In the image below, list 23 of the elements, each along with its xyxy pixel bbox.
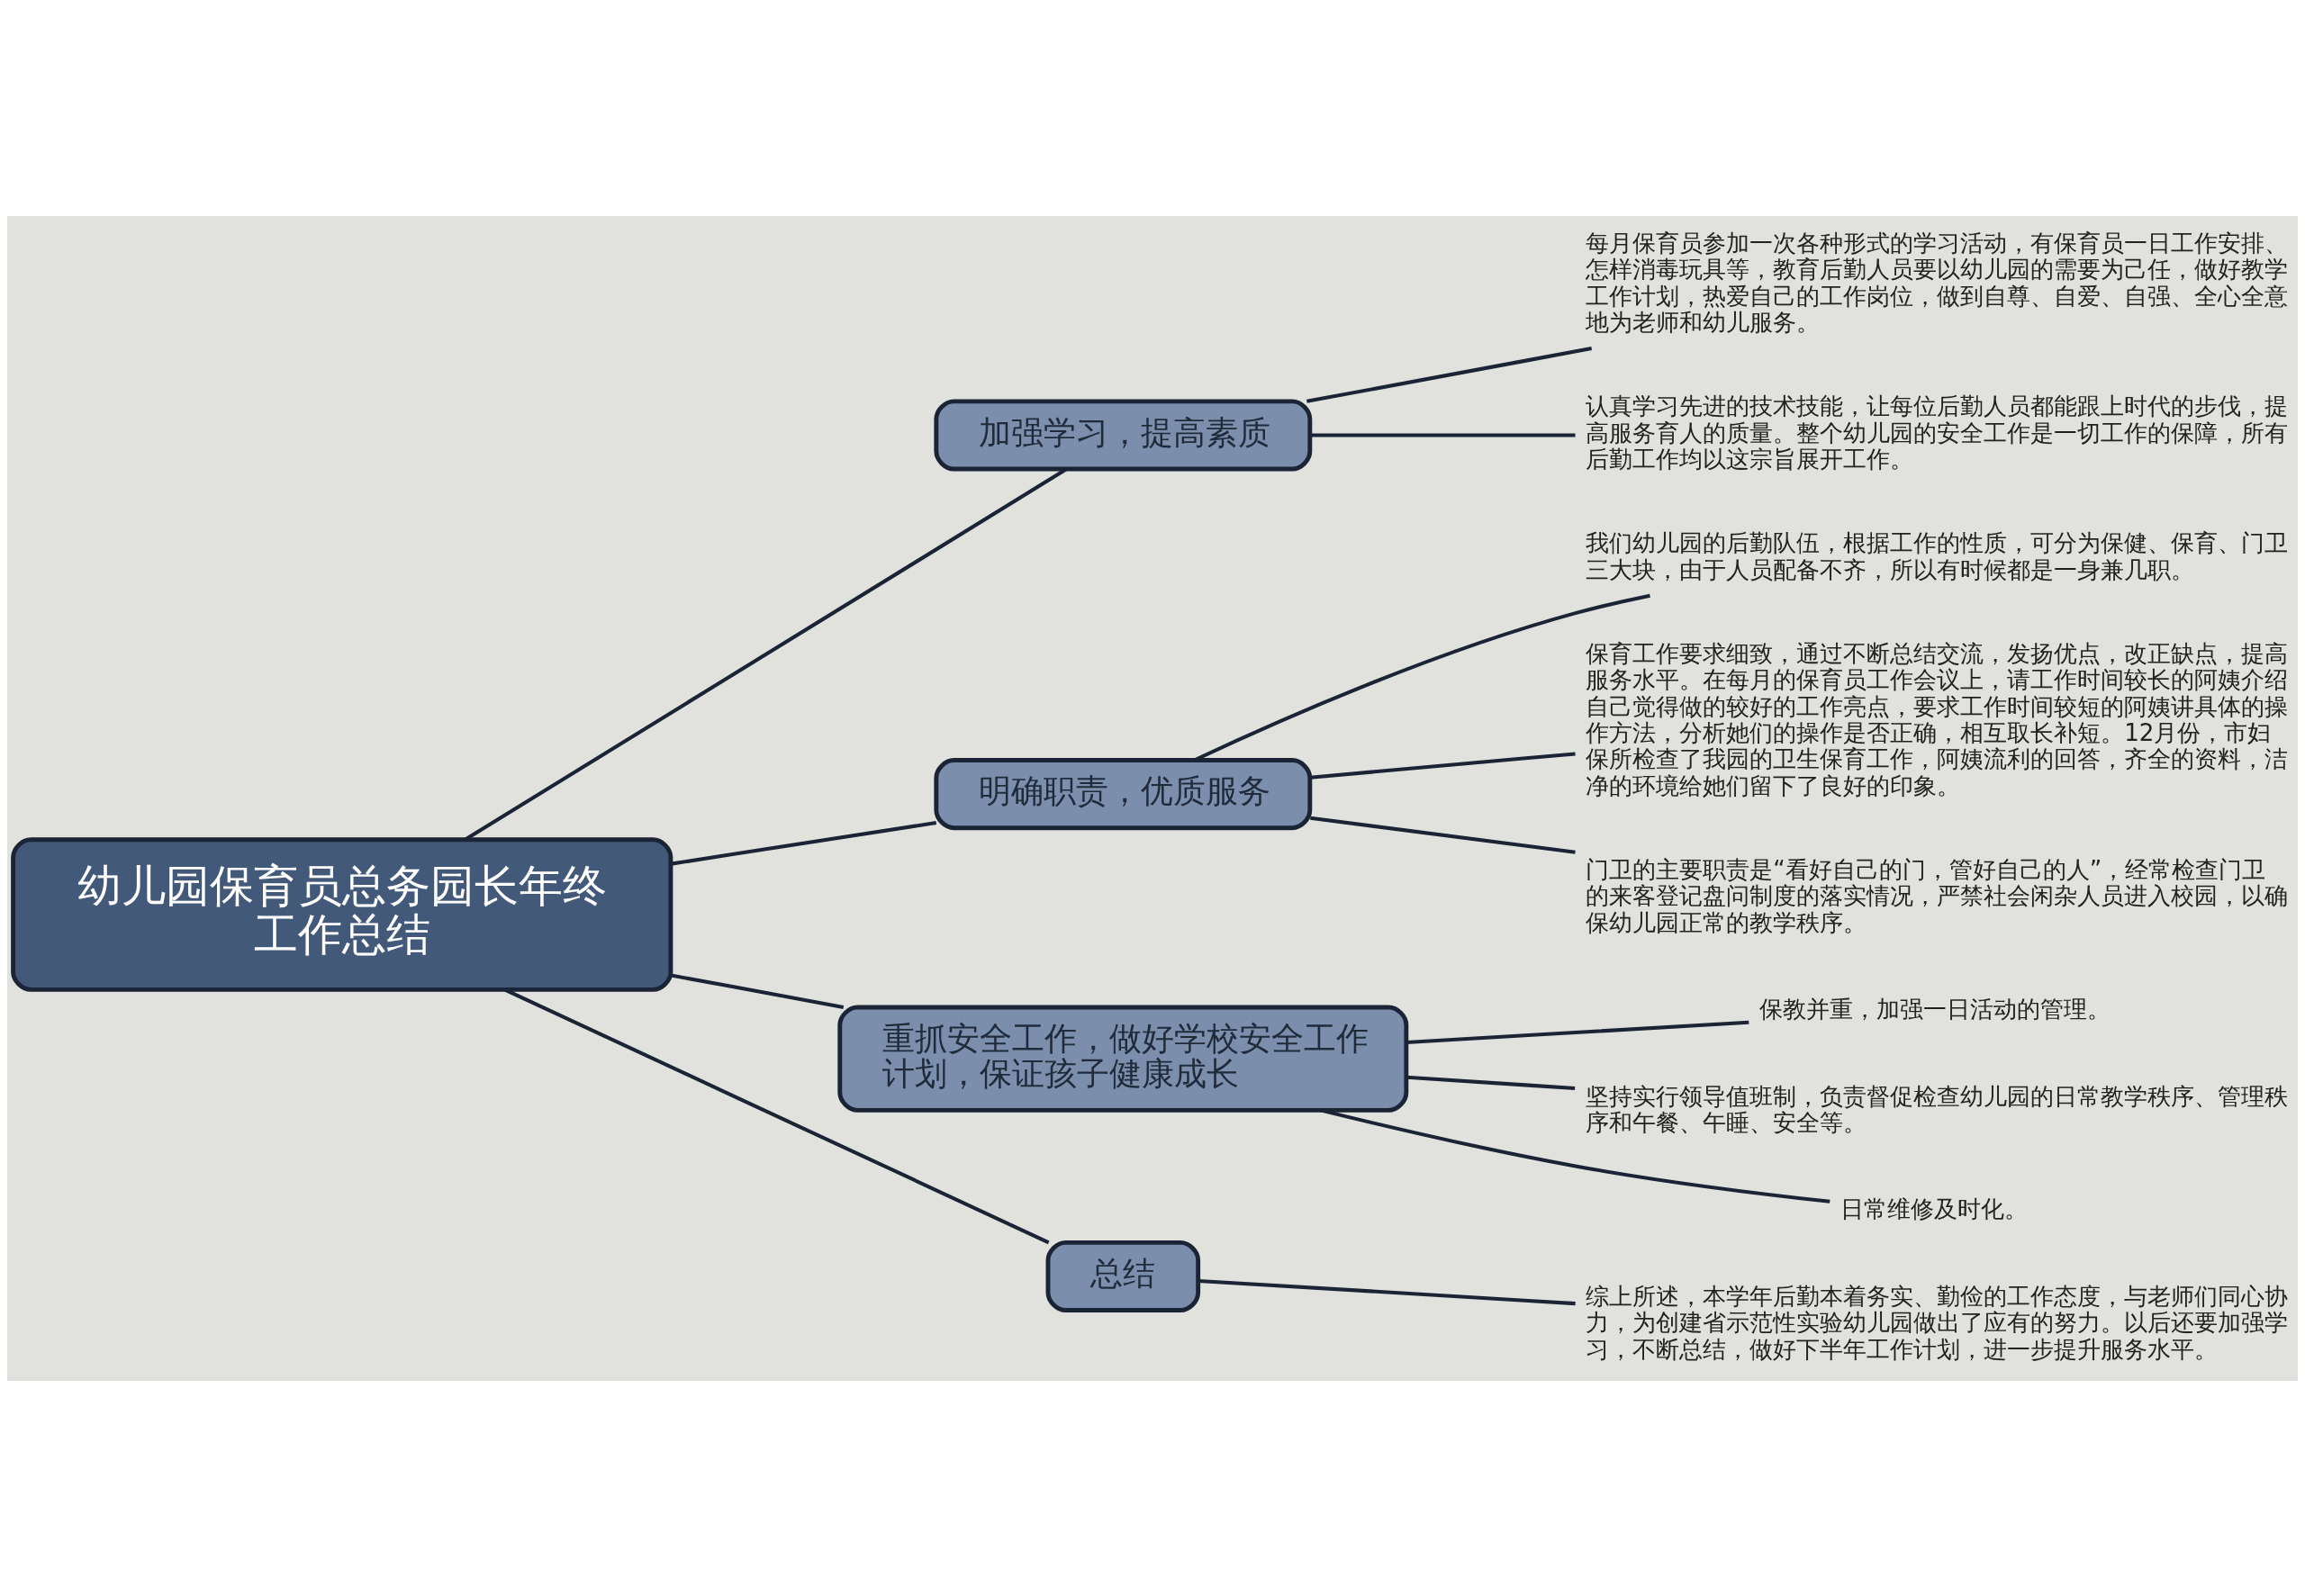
connector xyxy=(1198,1278,1576,1305)
node-text: 综上所述，本学年后勤本着务实、勤俭的工作态度，与老师们同心协力，为创建省示范性实验幼儿园做出了应有的努力。以后还要加强学习，不断总结，做好下半年工作计划，进一步提升服务水平。 xyxy=(1586,1282,2289,1363)
node-text: 认真学习先进的技术技能，让每位后勤人员都能跟上时代的步伐，提高服务育人的质量。整个幼儿园的安全工作是一切工作的保障，所有后勤工作均以这宗旨展开工作。 xyxy=(1586,392,2289,473)
node-text: 保育工作要求细致，通过不断总结交流，发扬优点，改正缺点，提高服务水平。在每月的保育员工作会议上，请工作时间较长的阿姨介绍自己觉得做的较好的工作亮点，要求工作时间较短的阿姨讲具体的操作方法，分析她们的操作是否正确，相互取长补短。12月份，市妇保所检查了我园的卫生保育工作，阿姨流利的回答，齐全的资料，洁净的环境给她们留下了良好的印象。 xyxy=(1586,639,2289,799)
connector xyxy=(1406,1075,1576,1090)
node-box: 明确职责，优质服务 xyxy=(934,757,1313,830)
node-box: 总结 xyxy=(1045,1240,1201,1312)
connector xyxy=(1310,751,1576,780)
connector xyxy=(671,973,845,1009)
node-box: 加强学习，提高素质 xyxy=(934,398,1313,471)
connector xyxy=(1306,346,1593,403)
node-text: 保教并重，加强一日活动的管理。 xyxy=(1758,995,2111,1023)
node-box: 幼儿园保育员总务园长年终工作总结 xyxy=(11,836,673,992)
node-text: 我们幼儿园的后勤队伍，根据工作的性质，可分为保健、保育、门卫三大块，由于人员配备不齐，所以有时候都是一身兼几职。 xyxy=(1586,528,2289,583)
node-text: 日常维修及时化。 xyxy=(1839,1195,2028,1222)
connector xyxy=(1310,432,1576,437)
connector xyxy=(1310,816,1576,854)
connector xyxy=(1406,1020,1749,1044)
connector xyxy=(671,820,937,866)
node-text: 每月保育员参加一次各种形式的学习活动，有保育员一日工作安排、怎样消毒玩具等，教育后勤人员要以幼儿园的需要为己任，做好教学工作计划，热爱自己的工作岗位，做到自尊、自爱、自强、全心全意地为老师和幼儿服务。 xyxy=(1586,229,2289,336)
node-box: 重抓安全工作，做好学校安全工作计划，保证孩子健康成长 xyxy=(837,1005,1409,1113)
node-text: 坚持实行领导值班制，负责督促检查幼儿园的日常教学秩序、管理秩序和午餐、午睡、安全等。 xyxy=(1586,1082,2289,1136)
node-text: 门卫的主要职责是“看好自己的门，管好自己的人”，经常检查门卫的来客登记盘问制度的落实情况，严禁社会闲杂人员进入校园，以确保幼儿园正常的教学秩序。 xyxy=(1586,855,2289,936)
